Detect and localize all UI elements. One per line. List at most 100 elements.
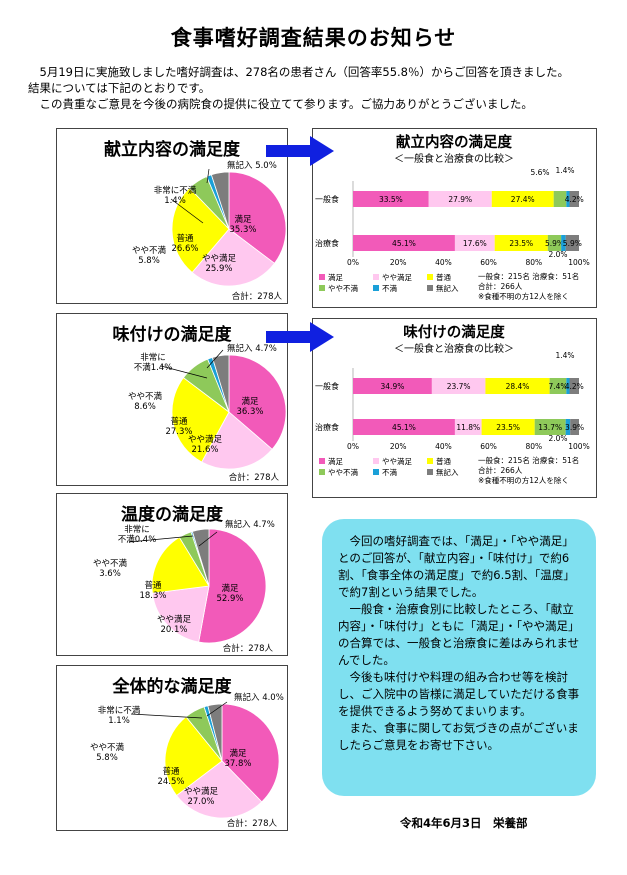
bar-value-label: 3.9% — [565, 423, 584, 432]
pie-slice — [207, 703, 223, 762]
bar-segment — [565, 235, 579, 251]
x-tick-label: 40% — [435, 258, 452, 267]
bar-value-label: 5.9% — [545, 239, 564, 248]
x-tick-label: 40% — [435, 442, 452, 451]
x-tick-label: 80% — [525, 442, 542, 451]
bar-value-label: 23.5% — [496, 423, 520, 432]
legend-label: 不満 — [382, 468, 397, 477]
bar-segment — [561, 235, 566, 251]
bar-segment — [553, 191, 567, 207]
bar-segment — [547, 235, 562, 251]
bar-segment — [431, 378, 486, 394]
bar-value-label: 5.9% — [563, 239, 582, 248]
bar-value-label: 27.9% — [448, 195, 472, 204]
bar-value-label: 2.0% — [548, 434, 567, 443]
bar-value-label: 27.4% — [511, 195, 535, 204]
pie-slice — [201, 411, 273, 470]
pie-slice — [164, 716, 223, 797]
legend-label: 無記入 — [436, 467, 459, 477]
legend-label: やや不満 — [328, 284, 358, 293]
note-label: ※食種不明の方12人を除く — [478, 291, 569, 301]
bar-value-label: 28.4% — [506, 382, 530, 391]
legend-label: 普通 — [436, 456, 451, 466]
total-label: 合計：278人 — [232, 291, 283, 302]
arrow-right-icon — [266, 322, 334, 352]
bar-svg: 献立内容の満足度＜一般食と治療食の比較＞ 一般食 33.5% 27.9% 27.4% 5.… — [315, 133, 590, 301]
category-label: 治療食 — [315, 422, 339, 432]
bar-title: 献立内容の満足度 — [396, 133, 512, 151]
bar-title: 味付けの満足度 — [403, 323, 505, 341]
slice-label: 無記入 4.0% — [234, 692, 284, 703]
bar-segment — [454, 419, 482, 435]
legend-swatch — [427, 458, 433, 464]
bar-segment — [353, 191, 429, 207]
leader-line — [206, 701, 228, 717]
legend-swatch — [373, 469, 379, 475]
legend-swatch — [373, 274, 379, 280]
bar-segment — [428, 191, 492, 207]
bar-segment — [485, 378, 550, 394]
category-label: 一般食 — [315, 194, 339, 204]
pie-slice — [152, 585, 210, 643]
x-tick-label: 0% — [347, 442, 359, 451]
bar-value-label: 45.1% — [392, 239, 416, 248]
bar-value-label: 13.7% — [538, 423, 562, 432]
bar-segment — [454, 235, 495, 251]
slice-label: 非常に不満0.4% — [118, 524, 157, 545]
footer-date-dept: 令和4年6月3日 栄養部 — [400, 816, 528, 830]
pie-title: 温度の満足度 — [121, 505, 223, 525]
legend-label: やや満足 — [382, 273, 412, 282]
leader-line — [206, 168, 210, 184]
bar-subtitle: ＜一般食と治療食の比較＞ — [394, 152, 514, 165]
leader-line — [130, 713, 203, 719]
x-tick-label: 20% — [390, 442, 407, 451]
legend-label: やや満足 — [382, 457, 412, 466]
pie-slice — [191, 528, 210, 587]
legend-swatch — [319, 469, 325, 475]
bar-value-label: 4.2% — [565, 382, 584, 391]
bar-value-label: 23.7% — [447, 382, 471, 391]
bar-segment — [569, 191, 579, 207]
pie-slice — [191, 228, 276, 287]
legend-swatch — [373, 285, 379, 291]
total-label: 合計：278人 — [229, 472, 280, 483]
note-label: 一般食：215名 治療食：51名 — [478, 271, 579, 281]
bar-segment — [353, 419, 455, 435]
pie-slice — [228, 354, 286, 450]
note-label: 合計：266人 — [478, 465, 523, 475]
intro-line-2: 結果については下記のとおりです。 — [28, 81, 211, 95]
message-paragraph: また、食事に関してお気づきの点がございましたらご意見をお寄せ下さい。 — [338, 721, 579, 752]
bar-segment — [534, 419, 566, 435]
slice-label: 無記入 4.7% — [227, 343, 277, 354]
bar-value-label: 4.2% — [565, 195, 584, 204]
arrow-right-icon — [266, 136, 334, 166]
leader-line — [128, 535, 194, 543]
page-title: 食事嗜好調査結果のお知らせ — [170, 26, 457, 50]
pie-slice — [171, 187, 230, 274]
arrow-right-icon-shape — [266, 322, 334, 352]
bar-value-label: 1.4% — [555, 166, 574, 175]
pie-slice — [171, 377, 230, 463]
bar-segment — [549, 378, 567, 394]
legend-swatch — [319, 274, 325, 280]
legend-label: 満足 — [328, 457, 343, 466]
x-tick-label: 0% — [347, 258, 359, 267]
bar-value-label: 33.5% — [379, 195, 403, 204]
